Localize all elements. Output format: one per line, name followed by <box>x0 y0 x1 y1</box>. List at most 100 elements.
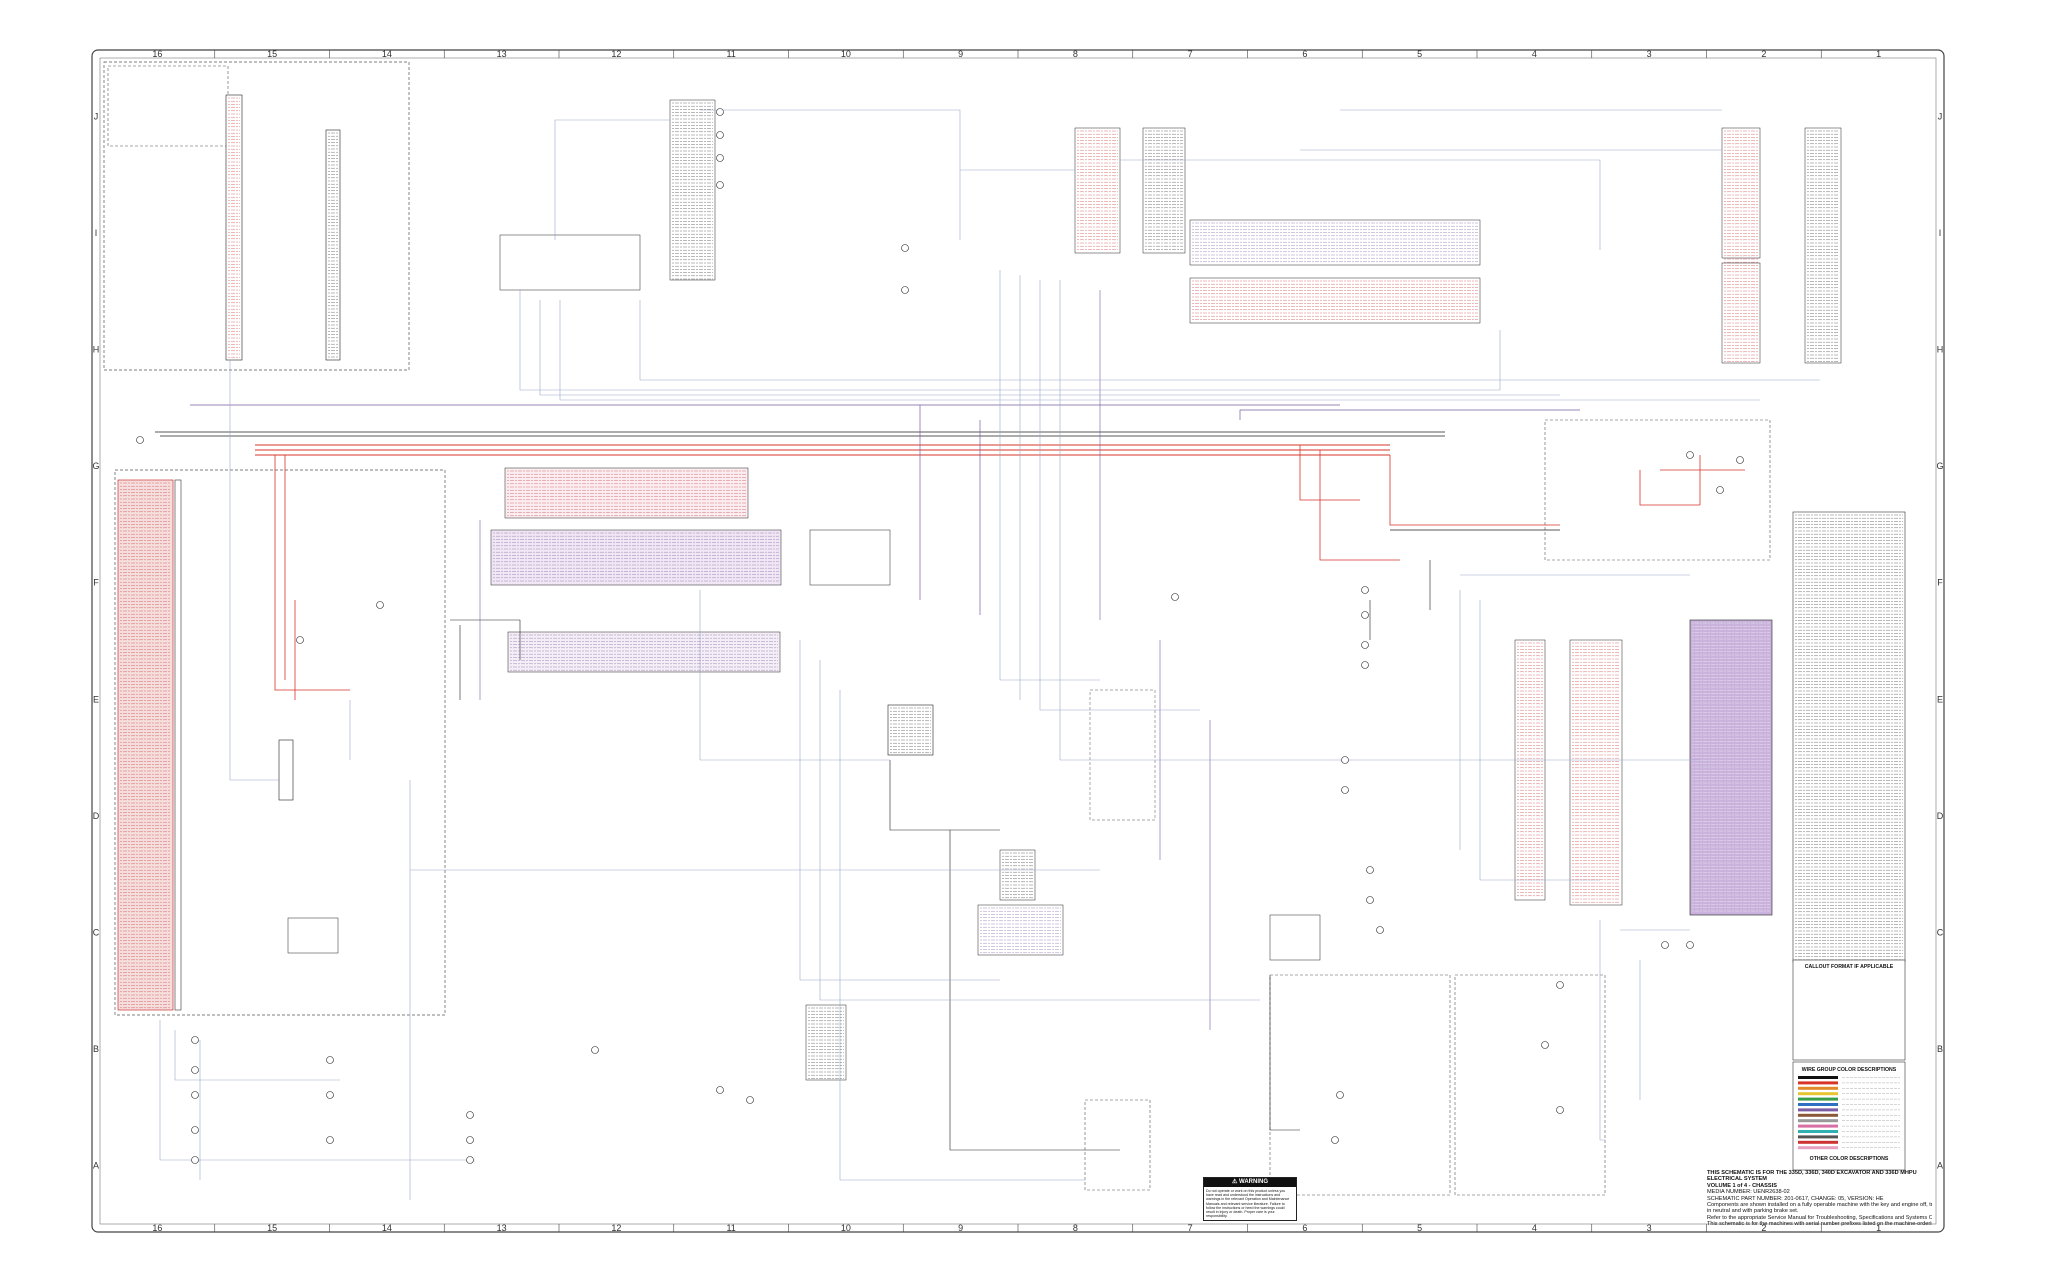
component-symbol <box>1686 451 1694 459</box>
wire-color-swatch <box>1798 1092 1838 1096</box>
grid-column-label: 9 <box>958 1223 963 1233</box>
title-note-4: This schematic is for the machines with … <box>1707 1221 1932 1228</box>
grid-row-label: F <box>1937 578 1943 588</box>
title-note-1: Components are shown installed on a full… <box>1707 1202 1932 1209</box>
grid-row-label: I <box>1939 228 1942 238</box>
component-symbol <box>1336 1091 1344 1099</box>
wire-group-legend-title: WIRE GROUP COLOR DESCRIPTIONS <box>1801 1067 1897 1073</box>
title-note-3: Refer to the appropriate Service Manual … <box>1707 1214 1932 1221</box>
wire-color-swatch <box>1798 1103 1838 1106</box>
grid-row-label: E <box>93 694 99 704</box>
component-symbol <box>1366 896 1374 904</box>
grid-column-label: 8 <box>1073 1223 1078 1233</box>
component-symbol <box>716 108 724 116</box>
callout-format-title: CALLOUT FORMAT IF APPLICABLE <box>1804 964 1894 970</box>
wire-color-swatch <box>1798 1081 1838 1085</box>
media-number: MEDIA NUMBER: UENR2638-02 <box>1707 1189 1790 1196</box>
grid-column-label: 2 <box>1761 49 1766 59</box>
component-symbol <box>1361 661 1369 669</box>
component-symbol <box>466 1156 474 1164</box>
component-symbols <box>136 108 1744 1164</box>
grid-labels: 1616151514141313121211111010998877665544… <box>92 49 1943 1233</box>
component-symbol <box>746 1096 754 1104</box>
grid-column-label: 7 <box>1188 1223 1193 1233</box>
grid-column-label: 6 <box>1302 49 1307 59</box>
component-symbol <box>1361 611 1369 619</box>
component-symbol <box>191 1156 199 1164</box>
grid-column-label: 12 <box>611 49 621 59</box>
grid-column-label: 5 <box>1417 1223 1422 1233</box>
component-symbol <box>1556 981 1564 989</box>
grid-column-label: 1 <box>1876 49 1881 59</box>
grid-row-label: A <box>1937 1161 1943 1171</box>
wire-runs <box>155 109 1820 1200</box>
grid-column-label: 10 <box>841 49 851 59</box>
component-symbol <box>466 1111 474 1119</box>
wire-color-swatch <box>1798 1146 1838 1150</box>
grid-column-label: 16 <box>152 1223 162 1233</box>
grid-row-label: I <box>95 228 98 238</box>
grid-column-label: 15 <box>267 49 277 59</box>
component-symbol <box>1736 456 1744 464</box>
grid-column-label: 14 <box>382 49 392 59</box>
wire-color-swatch <box>1798 1119 1838 1123</box>
grid-row-label: E <box>1937 694 1943 704</box>
grid-column-label: 13 <box>497 1223 507 1233</box>
other-color-legend-title: OTHER COLOR DESCRIPTIONS <box>1809 1156 1889 1162</box>
component-symbol <box>1716 486 1724 494</box>
component-symbol <box>716 181 724 189</box>
component-symbol <box>1686 941 1694 949</box>
grid-row-label: B <box>1937 1044 1943 1054</box>
component-symbol <box>591 1046 599 1054</box>
grid-column-label: 13 <box>497 49 507 59</box>
grid-column-label: 7 <box>1188 49 1193 59</box>
component-symbol <box>326 1091 334 1099</box>
component-symbol <box>466 1136 474 1144</box>
component-symbol <box>716 131 724 139</box>
grid-row-label: J <box>94 111 99 121</box>
grid-row-label: F <box>93 578 99 588</box>
component-symbol <box>136 436 144 444</box>
grid-row-label: B <box>93 1044 99 1054</box>
title-line-3: VOLUME 1 of 4 - CHASSIS <box>1707 1182 1777 1189</box>
grid-column-label: 8 <box>1073 49 1078 59</box>
component-symbol <box>1171 593 1179 601</box>
warning-heading: ⚠ WARNING <box>1204 1178 1296 1187</box>
grid-row-label: G <box>92 461 99 471</box>
grid-column-label: 16 <box>152 49 162 59</box>
component-symbol <box>326 1056 334 1064</box>
grid-row-label: D <box>93 811 100 821</box>
grid-row-label: C <box>1937 928 1944 938</box>
component-symbol <box>376 601 384 609</box>
component-symbol <box>1661 941 1669 949</box>
grid-row-label: A <box>93 1161 99 1171</box>
wire-color-swatch <box>1798 1113 1838 1117</box>
schematic-title-block: THIS SCHEMATIC IS FOR THE 335D, 336D, 34… <box>1707 1170 1932 1232</box>
title-line-2: ELECTRICAL SYSTEM <box>1707 1176 1767 1183</box>
grid-column-label: 10 <box>841 1223 851 1233</box>
component-symbol <box>1376 926 1384 934</box>
grid-row-label: C <box>93 928 100 938</box>
schematic-part-number: SCHEMATIC PART NUMBER: 201-0617, CHANGE:… <box>1707 1195 1884 1202</box>
component-symbol <box>191 1066 199 1074</box>
component-symbol <box>1361 586 1369 594</box>
component-symbol <box>716 154 724 162</box>
grid-column-label: 4 <box>1532 1223 1537 1233</box>
component-symbol <box>901 244 909 252</box>
component-symbol <box>326 1136 334 1144</box>
component-symbol <box>1556 1106 1564 1114</box>
warning-body: Do not operate or work on this product u… <box>1206 1189 1290 1219</box>
component-symbol <box>716 1086 724 1094</box>
connector-pin-rows <box>120 97 1903 1079</box>
wire-color-swatch <box>1798 1086 1838 1090</box>
grid-column-label: 15 <box>267 1223 277 1233</box>
grid-row-label: H <box>1937 345 1944 355</box>
component-symbol <box>191 1126 199 1134</box>
component-symbol <box>1331 1136 1339 1144</box>
grid-column-label: 2 <box>1761 1223 1766 1233</box>
warning-notice: ⚠ WARNING Do not operate or work on this… <box>1203 1177 1297 1221</box>
grid-column-label: 11 <box>726 1223 735 1233</box>
component-symbol <box>1541 1041 1549 1049</box>
grid-row-label: G <box>1936 461 1943 471</box>
